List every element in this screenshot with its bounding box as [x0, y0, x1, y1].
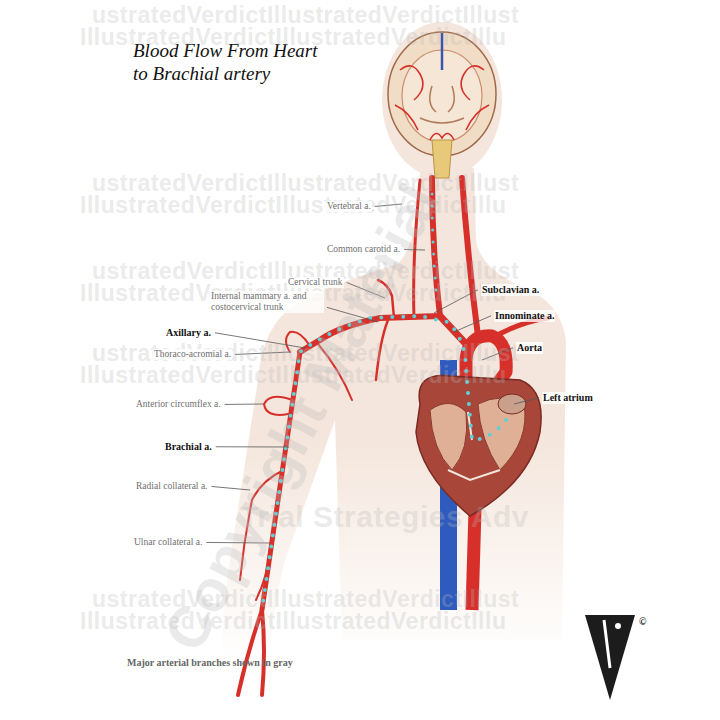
- leader-line: [225, 404, 263, 405]
- part-label: Common carotid a.: [326, 244, 401, 255]
- part-label: Ulnar collateral a.: [133, 537, 203, 548]
- part-label: Aorta: [516, 342, 543, 354]
- brain-vessels: [395, 66, 489, 140]
- heart: [416, 376, 541, 516]
- part-label: Radial collateral a.: [135, 481, 208, 492]
- left-atrium: [498, 394, 526, 414]
- part-label: Axillary a.: [165, 327, 212, 339]
- part-label: Cervical trunk: [287, 277, 344, 288]
- heart-valves: [448, 412, 500, 480]
- logo-mark: [604, 620, 610, 668]
- brain-ventricles: [420, 86, 464, 123]
- part-label: Internal mammary a. and costocervical tr…: [210, 291, 324, 313]
- watermark: Trial Strategies Adv: [240, 500, 529, 534]
- copyright-mark: ©: [638, 616, 647, 628]
- logo: [585, 615, 635, 700]
- watermark: IllustratedVerdictIllustratedVerdictIllu: [80, 608, 506, 635]
- part-label: Anterior circumflex a.: [135, 399, 222, 410]
- logo-mark: [615, 623, 621, 629]
- part-label: Subclavian a.: [481, 284, 540, 296]
- part-label: Brachial a.: [164, 441, 213, 453]
- leader-line: [514, 398, 539, 404]
- leader-line: [454, 316, 491, 332]
- brain: [388, 32, 496, 156]
- watermark: IllustratedVerdictIllustratedVerdictIllu: [80, 24, 506, 51]
- part-label: Thoraco-acromial a.: [153, 349, 232, 360]
- part-label: Vertebral a.: [326, 201, 372, 212]
- part-label: Left atrium: [542, 392, 594, 404]
- part-label: Innominate a.: [494, 310, 555, 322]
